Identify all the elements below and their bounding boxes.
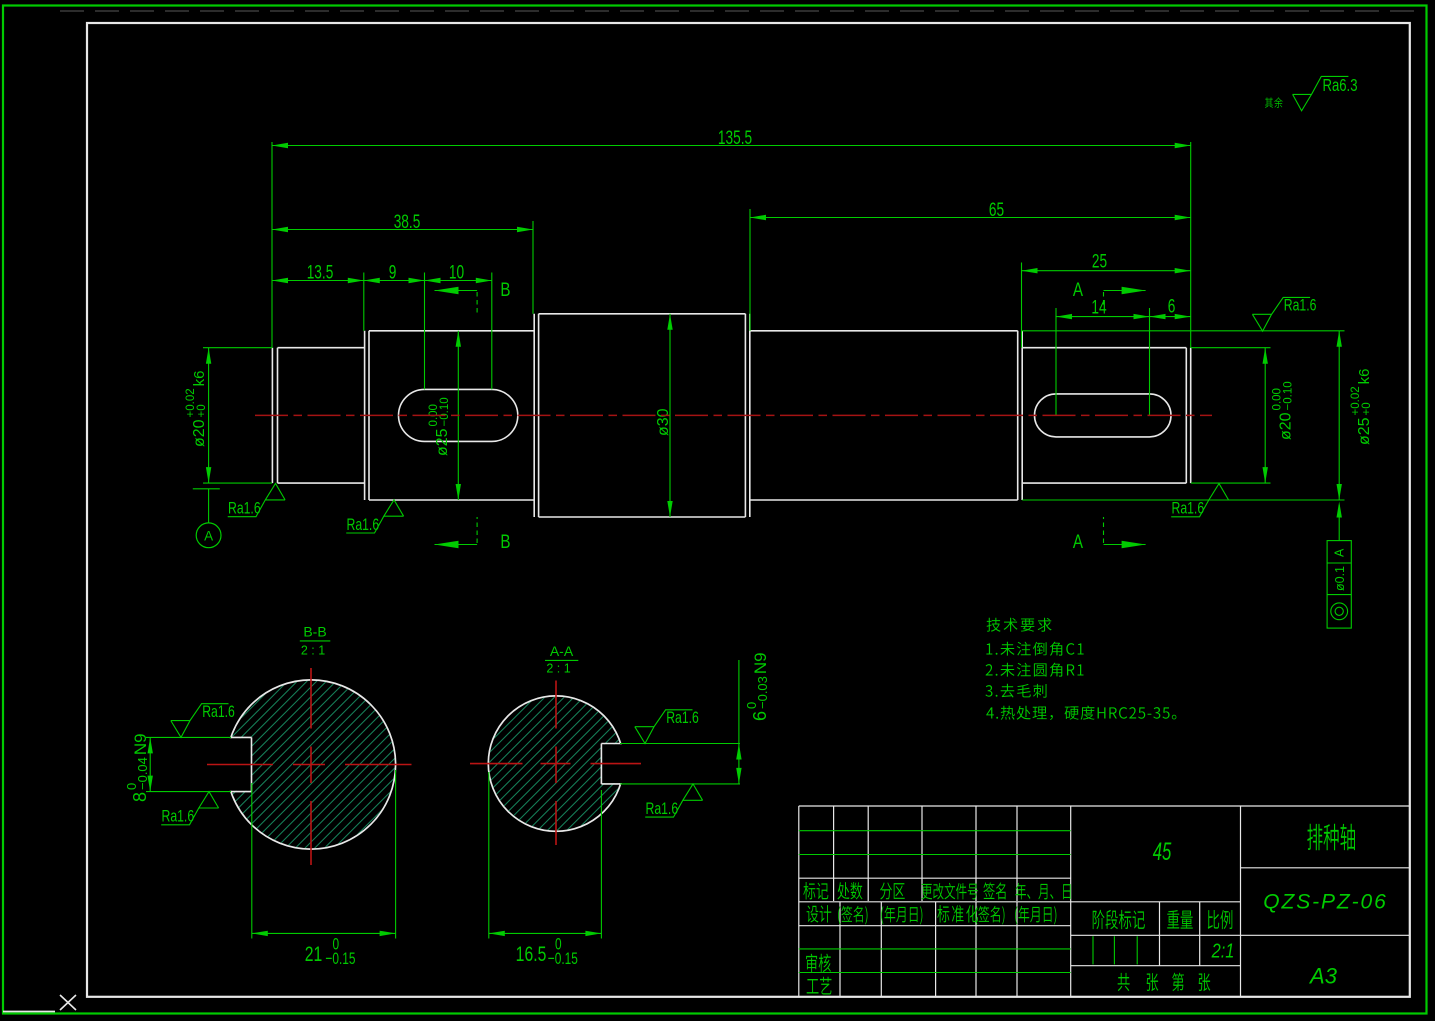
svg-text:k6: k6: [1356, 368, 1373, 384]
svg-text:B: B: [500, 530, 510, 552]
svg-text:2:1: 2:1: [1211, 939, 1235, 962]
svg-text:A: A: [1073, 530, 1084, 552]
svg-text:ø30: ø30: [655, 408, 672, 436]
svg-text:+0: +0: [196, 404, 208, 417]
svg-text:B: B: [500, 278, 510, 300]
svg-text:0: 0: [333, 935, 340, 954]
svg-text:2 : 1: 2 : 1: [301, 644, 325, 658]
svg-text:ø20: ø20: [191, 419, 208, 447]
svg-text:Ra1.6: Ra1.6: [1284, 297, 1317, 315]
svg-text:k6: k6: [191, 370, 208, 386]
svg-text:Ra1.6: Ra1.6: [202, 703, 235, 721]
svg-text:0.00: 0.00: [1271, 388, 1283, 410]
svg-text:N9: N9: [131, 733, 150, 755]
svg-text:65: 65: [989, 199, 1004, 221]
svg-text:45: 45: [1153, 838, 1172, 866]
svg-text:135.5: 135.5: [718, 127, 752, 149]
svg-text:−0.10: −0.10: [1283, 381, 1295, 410]
svg-text:−0.10: −0.10: [439, 397, 451, 426]
svg-text:B-B: B-B: [303, 624, 326, 640]
svg-text:+0: +0: [1361, 402, 1373, 415]
svg-text:14: 14: [1091, 296, 1106, 318]
svg-text:25: 25: [1092, 250, 1107, 272]
svg-text:8: 8: [130, 792, 150, 802]
svg-text:13.5: 13.5: [307, 261, 334, 283]
svg-text:−0.15: −0.15: [548, 950, 578, 969]
svg-text:ø20: ø20: [1278, 412, 1295, 440]
svg-text:+0.02: +0.02: [185, 388, 197, 417]
svg-text:ø0.1: ø0.1: [1333, 566, 1347, 591]
svg-text:0: 0: [744, 702, 759, 709]
svg-text:Ra1.6: Ra1.6: [228, 500, 261, 518]
svg-text:Ra1.6: Ra1.6: [1172, 500, 1205, 518]
svg-text:Ra1.6: Ra1.6: [646, 800, 679, 818]
svg-text:0: 0: [555, 935, 562, 954]
svg-text:2 : 1: 2 : 1: [546, 662, 570, 676]
svg-text:9: 9: [389, 261, 397, 283]
svg-text:A3: A3: [1308, 964, 1338, 989]
svg-text:Ra1.6: Ra1.6: [666, 709, 699, 727]
svg-text:Ra1.6: Ra1.6: [162, 808, 195, 826]
svg-text:A: A: [204, 529, 213, 544]
svg-text:10: 10: [449, 261, 464, 283]
svg-text:Ra1.6: Ra1.6: [347, 516, 380, 534]
svg-text:−0.03: −0.03: [755, 676, 770, 709]
svg-text:QZS-PZ-06: QZS-PZ-06: [1263, 891, 1387, 914]
svg-text:21: 21: [305, 942, 323, 966]
svg-text:N9: N9: [751, 652, 770, 674]
svg-text:6: 6: [1168, 295, 1176, 317]
svg-text:−0.15: −0.15: [325, 950, 355, 969]
svg-text:6: 6: [750, 711, 770, 721]
svg-text:ø25: ø25: [1356, 417, 1373, 445]
svg-text:A: A: [1333, 548, 1347, 557]
svg-text:A: A: [1073, 278, 1084, 300]
svg-text:38.5: 38.5: [394, 211, 421, 233]
svg-text:ø25: ø25: [434, 428, 451, 456]
svg-text:16.5: 16.5: [516, 942, 547, 966]
svg-text:0: 0: [124, 783, 139, 790]
svg-text:Ra6.3: Ra6.3: [1323, 76, 1358, 95]
svg-text:A-A: A-A: [550, 643, 574, 659]
svg-text:+0.02: +0.02: [1350, 386, 1362, 415]
svg-text:−0.04: −0.04: [135, 757, 150, 790]
